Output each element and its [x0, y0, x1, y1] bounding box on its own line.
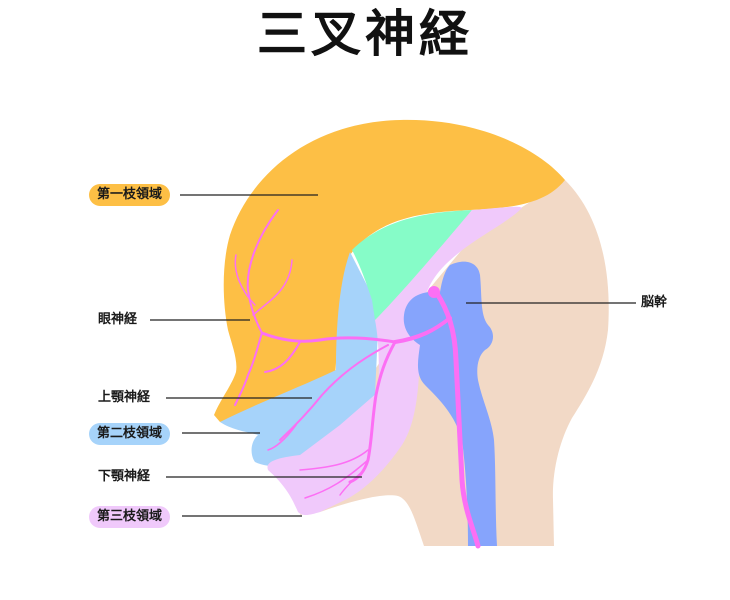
v2-region — [220, 252, 378, 467]
brain-area — [352, 210, 472, 320]
label-maxillary-nerve: 上顎神経 — [98, 390, 151, 405]
page-title: 三叉神経 — [257, 5, 473, 63]
label-brainstem: 脳幹 — [641, 295, 668, 310]
trigeminal-nerve — [234, 209, 481, 549]
label-ophthalmic-nerve: 眼神経 — [98, 312, 138, 327]
label-v1-region: 第一枝領域 — [89, 184, 171, 206]
nerve-trunk — [433, 289, 481, 549]
leader-lines — [150, 194, 636, 517]
label-mandibular-nerve: 下顎神経 — [98, 469, 151, 484]
label-v3-region: 第三枝領域 — [89, 506, 171, 528]
label-v2-region: 第二枝領域 — [89, 423, 171, 445]
v3-region — [267, 206, 522, 516]
